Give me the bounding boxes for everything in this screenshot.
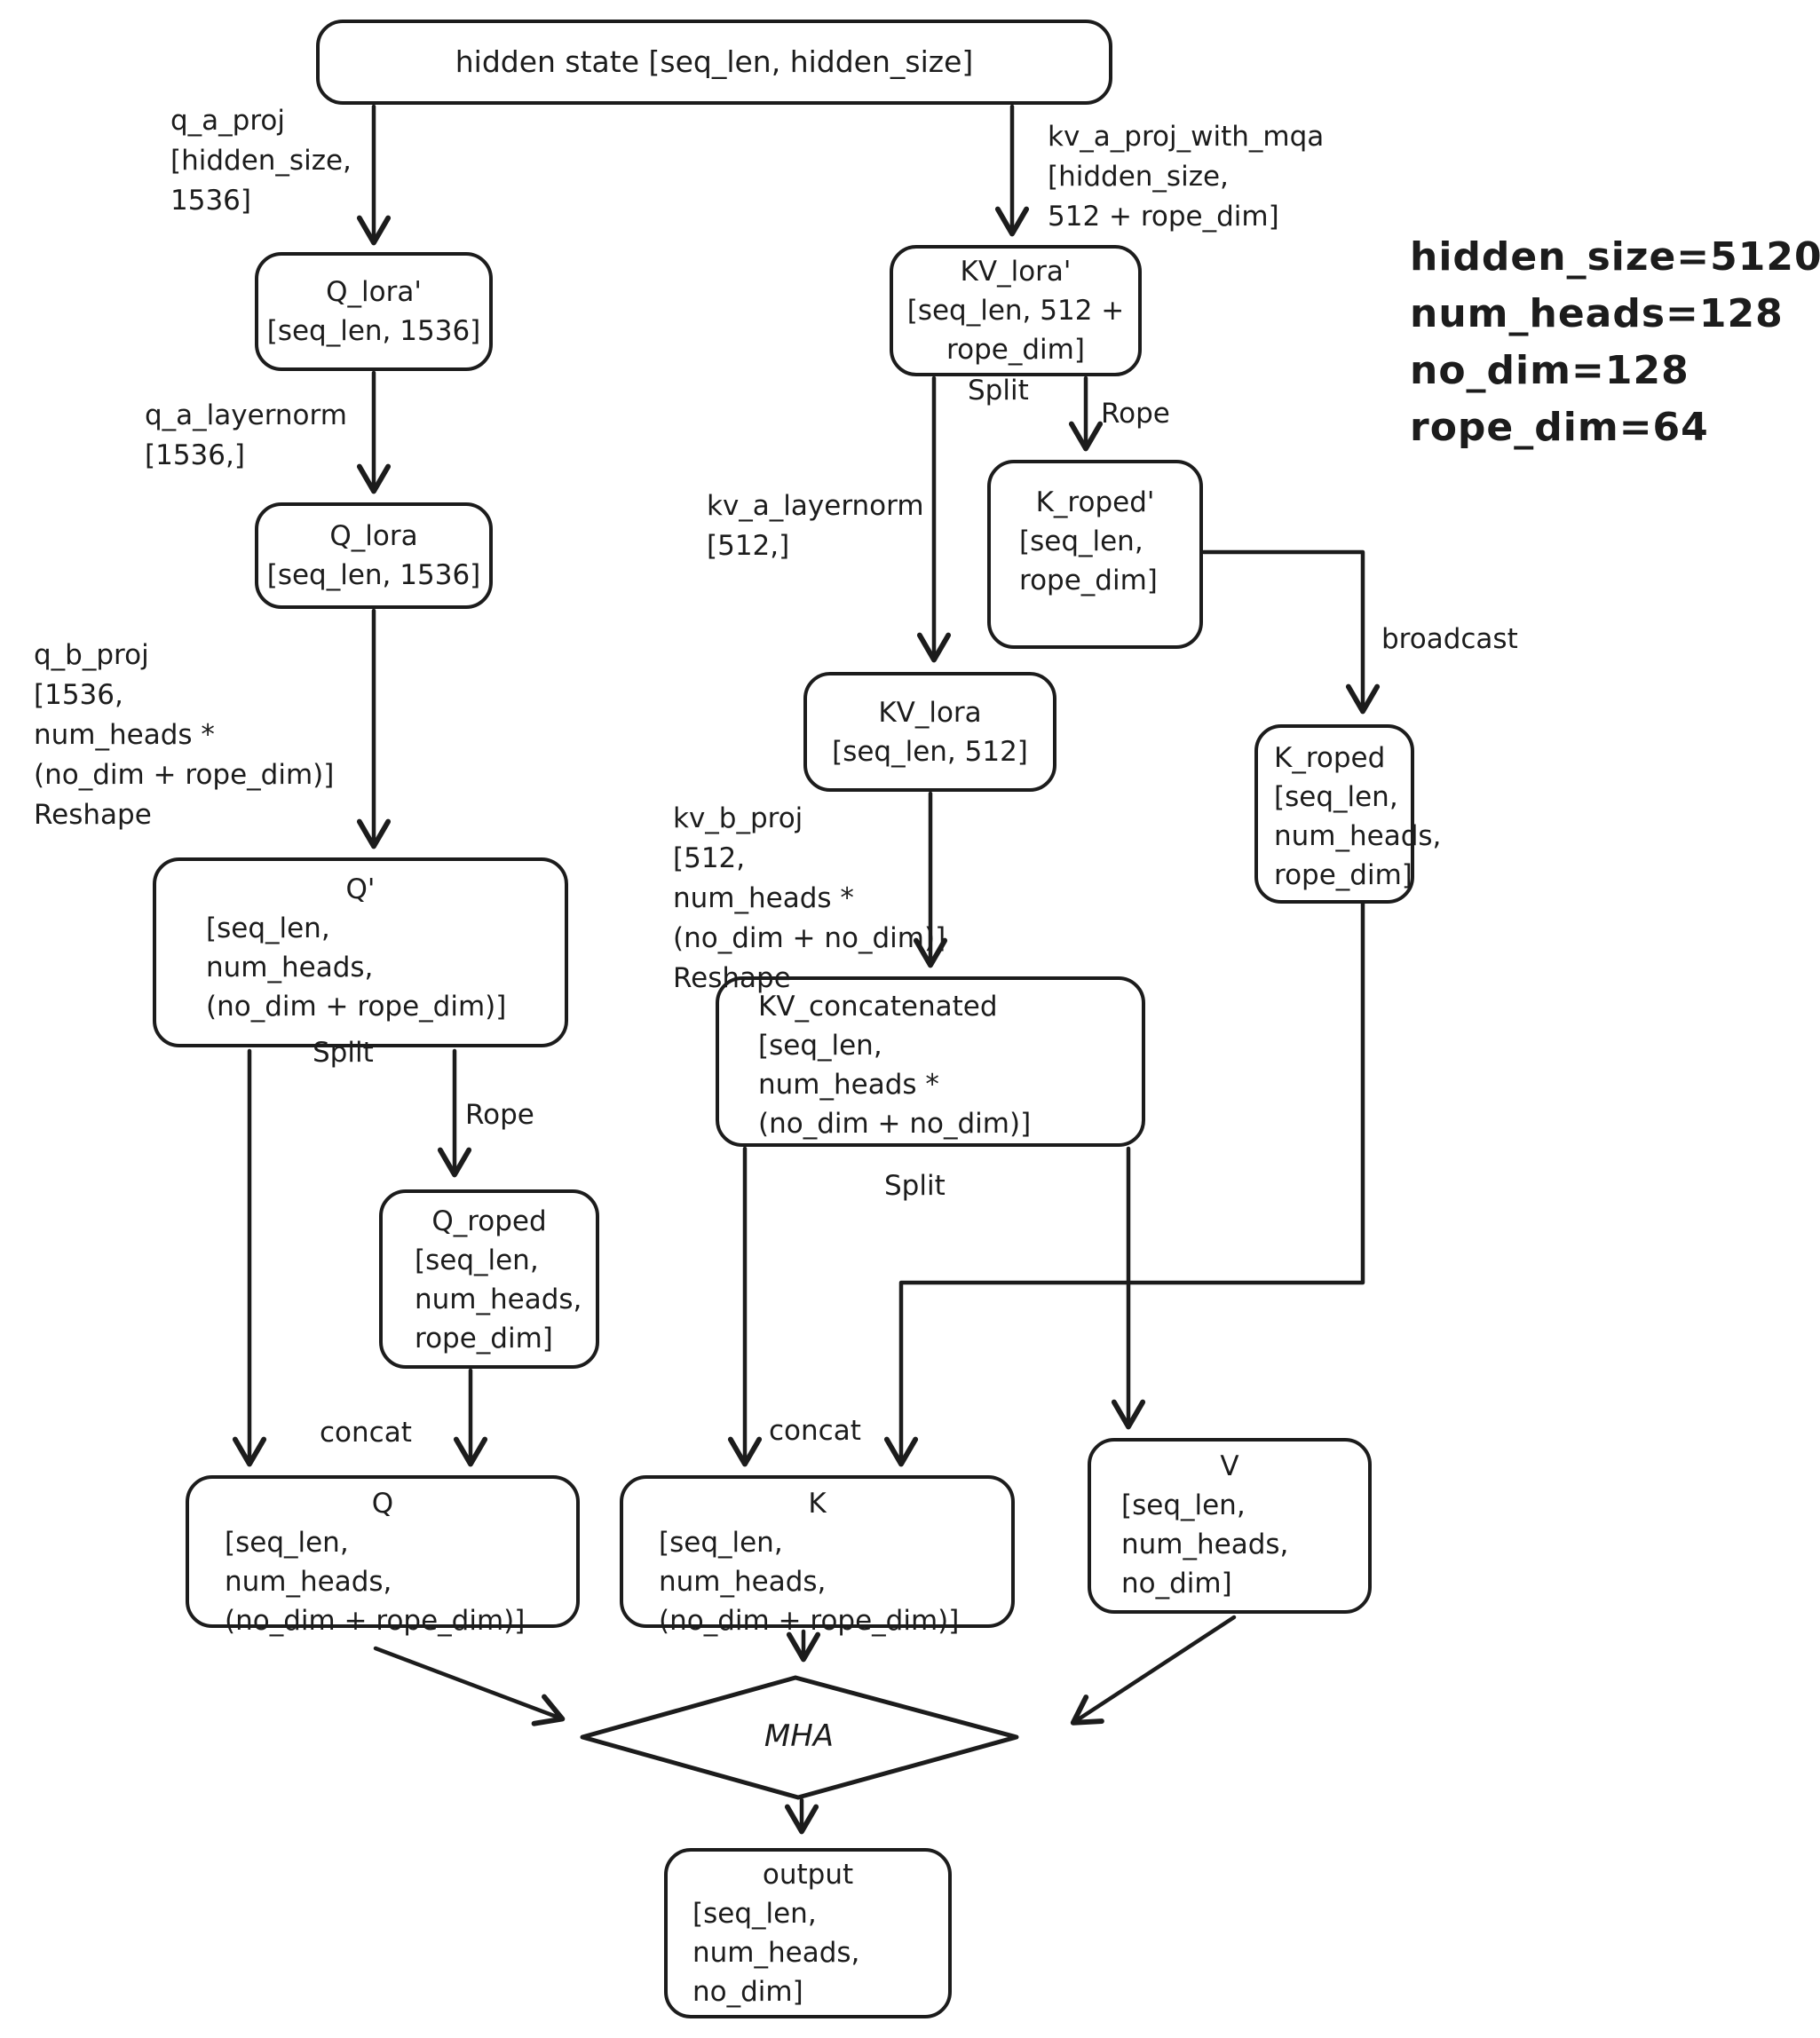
node-q-prime-title: Q' (345, 873, 376, 905)
node-kv-concatenated: KV_concatenated [seq_len, num_heads * (n… (716, 976, 1145, 1147)
node-output-title: output (762, 1859, 854, 1891)
node-k-roped-prime-title: K_roped' (1035, 486, 1155, 518)
edge-kroped-prime-broadcast-to-kroped (1201, 549, 1381, 715)
node-v-title: V (1220, 1450, 1239, 1482)
node-kv-lora-prime-body: KV_lora' [seq_len, 512 + rope_dim] (906, 256, 1125, 366)
label-concat-k: concat (769, 1415, 861, 1447)
node-k-body: [seq_len, num_heads, (no_dim + rope_dim)… (659, 1527, 960, 1637)
edge-v-to-mha (1070, 1615, 1237, 1726)
label-kv-a-layernorm: kv_a_layernorm [512,] (707, 490, 924, 562)
mha-diamond (580, 1675, 1019, 1800)
node-output: output [seq_len, num_heads, no_dim] (664, 1848, 952, 2018)
node-hidden-state-title: hidden state [seq_len, hidden_size] (455, 44, 974, 79)
edge-q-to-mha (373, 1646, 566, 1726)
node-kv-lora-prime: KV_lora' [seq_len, 512 + rope_dim] (890, 245, 1142, 376)
node-mha-title: MHA (764, 1718, 835, 1754)
node-kv-concatenated-body: KV_concatenated [seq_len, num_heads * (n… (758, 991, 1032, 1140)
node-v-body: [seq_len, num_heads, no_dim] (1121, 1489, 1289, 1600)
edge-kroped-to-k (883, 901, 1365, 1467)
label-broadcast: broadcast (1381, 623, 1518, 655)
node-q-lora-prime-body: Q_lora' [seq_len, 1536] (266, 276, 481, 347)
node-k-roped-body: K_roped [seq_len, num_heads, rope_dim] (1274, 742, 1442, 891)
node-q-title: Q (371, 1488, 394, 1520)
node-k-roped: K_roped [seq_len, num_heads, rope_dim] (1254, 724, 1442, 904)
node-k: K [seq_len, num_heads, (no_dim + rope_di… (620, 1475, 1015, 1637)
node-k-title: K (808, 1488, 827, 1520)
node-q-body: [seq_len, num_heads, (no_dim + rope_dim)… (225, 1527, 526, 1637)
label-kv-a-proj-with-mqa: kv_a_proj_with_mqa [hidden_size, 512 + r… (1048, 121, 1325, 233)
label-split-q-prime: Split (313, 1037, 374, 1069)
label-concat-q: concat (320, 1417, 412, 1449)
label-rope-q: Rope (465, 1099, 534, 1131)
label-split-kv-concatenated: Split (884, 1170, 946, 1202)
node-q-prime-body: [seq_len, num_heads, (no_dim + rope_dim)… (206, 912, 507, 1023)
label-q-a-layernorm: q_a_layernorm [1536,] (145, 399, 347, 471)
node-output-body: [seq_len, num_heads, no_dim] (692, 1898, 860, 2008)
node-k-roped-prime: K_roped' [seq_len, rope_dim] (987, 460, 1203, 649)
label-q-a-proj: q_a_proj [hidden_size, 1536] (170, 105, 352, 217)
label-split-kv-lora-prime: Split (968, 375, 1029, 407)
node-q: Q [seq_len, num_heads, (no_dim + rope_di… (186, 1475, 580, 1637)
node-kv-lora: KV_lora [seq_len, 512] (803, 672, 1056, 792)
label-rope-kv: Rope (1101, 398, 1170, 430)
node-kv-lora-body: KV_lora [seq_len, 512] (832, 696, 1028, 768)
node-q-prime: Q' [seq_len, num_heads, (no_dim + rope_d… (153, 857, 568, 1047)
node-hidden-state: hidden state [seq_len, hidden_size] (316, 20, 1112, 105)
node-q-lora: Q_lora [seq_len, 1536] (255, 502, 493, 609)
label-q-b-proj: q_b_proj [1536, num_heads * (no_dim + ro… (34, 639, 335, 831)
node-q-roped-body: [seq_len, num_heads, rope_dim] (415, 1244, 582, 1355)
node-q-roped: Q_roped [seq_len, num_heads, rope_dim] (379, 1189, 599, 1369)
node-v: V [seq_len, num_heads, no_dim] (1088, 1438, 1372, 1614)
legend-dimension-values: hidden_size=5120 num_heads=128 no_dim=12… (1410, 234, 1820, 450)
node-q-roped-title: Q_roped (431, 1205, 547, 1237)
node-q-lora-prime: Q_lora' [seq_len, 1536] (255, 252, 493, 371)
node-q-lora-body: Q_lora [seq_len, 1536] (266, 520, 481, 591)
label-kv-b-proj: kv_b_proj [512, num_heads * (no_dim + no… (673, 802, 946, 994)
node-k-roped-prime-body: [seq_len, rope_dim] (1019, 525, 1158, 596)
